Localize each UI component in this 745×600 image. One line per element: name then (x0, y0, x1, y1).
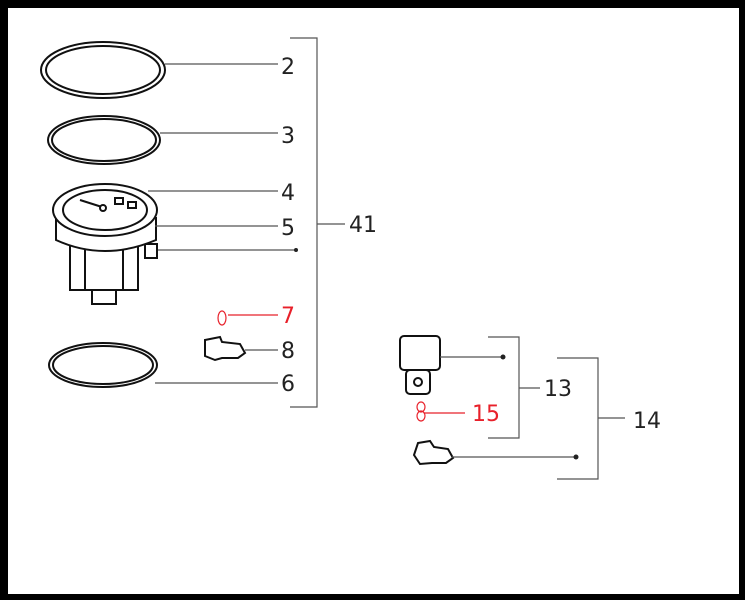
label-41: 41 (349, 213, 377, 238)
label-8: 8 (281, 339, 295, 364)
o-ring-2 (40, 41, 166, 99)
valve-8 (204, 335, 247, 362)
bracket-41 (290, 37, 345, 408)
canvas-background (8, 8, 739, 594)
label-7: 7 (281, 304, 295, 329)
label-13: 13 (544, 377, 572, 402)
valve-13 (399, 335, 441, 395)
o-ring-6 (48, 342, 158, 388)
valve-14 (412, 439, 455, 466)
label-4: 4 (281, 181, 295, 206)
gauge-assembly (52, 183, 158, 305)
label-5: 5 (281, 216, 295, 241)
bracket-13 (488, 336, 540, 439)
label-2: 2 (281, 55, 295, 80)
spring-15 (416, 401, 426, 422)
label-15: 15 (472, 402, 500, 427)
bracket-14 (557, 357, 625, 480)
label-3: 3 (281, 124, 295, 149)
o-ring-3 (47, 115, 161, 165)
leader-lines (148, 63, 579, 460)
spring-7 (217, 310, 227, 326)
label-6: 6 (281, 372, 295, 397)
label-14: 14 (633, 409, 661, 434)
